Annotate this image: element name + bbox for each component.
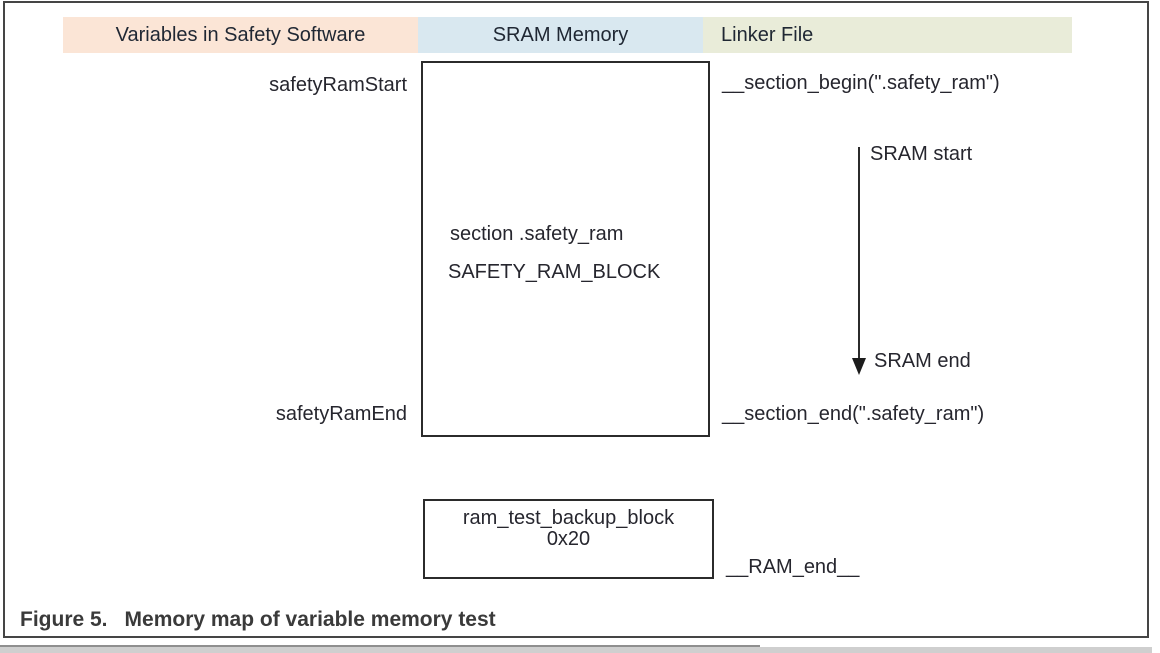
column-header-variables: Variables in Safety Software bbox=[63, 17, 418, 53]
label-safety-ram-start: safetyRamStart bbox=[269, 74, 407, 96]
ram-test-backup-box: ram_test_backup_block 0x20 bbox=[423, 499, 714, 579]
backup-box-name-label: ram_test_backup_block bbox=[462, 507, 675, 529]
sram-box-section-label: section .safety_ram bbox=[450, 223, 624, 245]
bottom-content-sliver-edge bbox=[0, 645, 760, 647]
bottom-content-sliver bbox=[0, 647, 1152, 653]
label-section-end: __section_end(".safety_ram") bbox=[722, 403, 985, 425]
figure-frame bbox=[3, 1, 1149, 638]
figure-caption-number: Figure 5. bbox=[20, 608, 108, 631]
label-sram-start: SRAM start bbox=[870, 143, 973, 165]
sram-safety-ram-box bbox=[421, 61, 710, 437]
sram-range-arrow-line bbox=[858, 147, 860, 359]
label-section-begin: __section_begin(".safety_ram") bbox=[722, 72, 1000, 94]
label-sram-end: SRAM end bbox=[874, 350, 971, 372]
column-header-sram-memory: SRAM Memory bbox=[418, 17, 703, 53]
sram-range-arrow-head-icon bbox=[852, 358, 866, 375]
figure-caption-title: Memory map of variable memory test bbox=[124, 608, 496, 631]
figure-caption: Figure 5. Memory map of variable memory t… bbox=[20, 608, 496, 632]
backup-box-size-label: 0x20 bbox=[546, 528, 591, 550]
label-safety-ram-end: safetyRamEnd bbox=[275, 403, 407, 425]
column-header-linker-file: Linker File bbox=[703, 17, 1072, 53]
label-ram-end: __RAM_end__ bbox=[726, 556, 860, 578]
sram-box-block-label: SAFETY_RAM_BLOCK bbox=[448, 261, 661, 283]
